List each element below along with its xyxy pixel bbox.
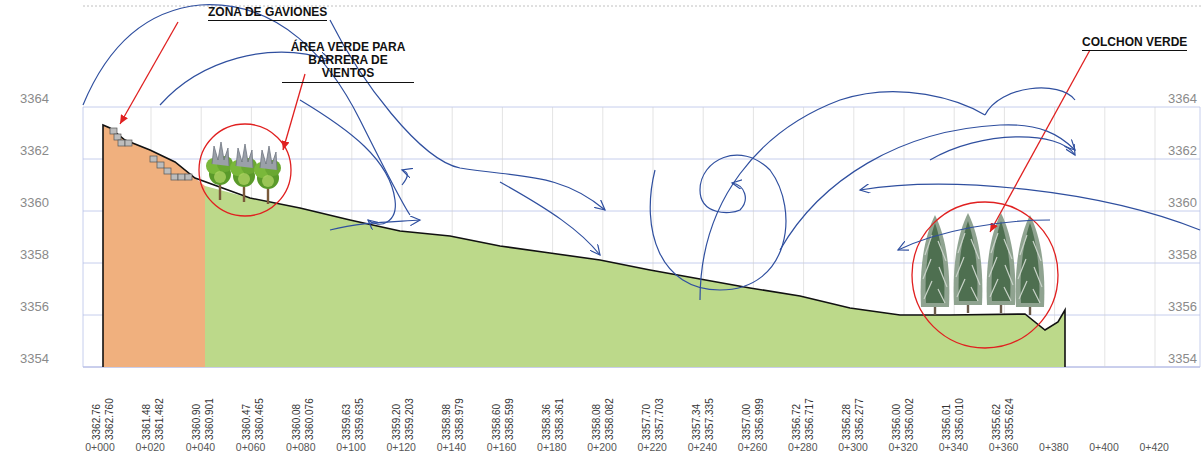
elevation-value: 3358.36: [541, 404, 552, 440]
elevation-value: 3358.599: [504, 398, 515, 440]
elevation-axis-label: 3362: [1168, 144, 1197, 158]
elevation-axis-label: 3358: [1168, 248, 1197, 262]
station-label: 0+420: [1139, 442, 1169, 454]
callout-label: ZONA DE GAVIONES: [208, 6, 327, 21]
station-label: 0+080: [286, 442, 316, 454]
callout-label: ÁREA VERDE PARA BARRERA DE VIENTOS: [282, 41, 414, 83]
elevation-value: 3359.20: [391, 404, 402, 440]
elevation-value: 3357.00: [741, 404, 752, 440]
elevation-value: 3362.76: [91, 404, 102, 440]
elevation-axis-label: 3354: [1168, 352, 1197, 366]
elevation-value: 3360.08: [291, 404, 302, 440]
station-label: 0+300: [838, 442, 868, 454]
elevation-value: 3356.01: [941, 404, 952, 440]
elevation-value: 3358.082: [604, 398, 615, 440]
elevation-value: 3356.002: [904, 398, 915, 440]
station-label: 0+240: [688, 442, 718, 454]
station-label: 0+060: [236, 442, 266, 454]
station-label: 0+100: [336, 442, 366, 454]
elevation-value: 3358.98: [441, 404, 452, 440]
elevation-value: 3357.335: [704, 398, 715, 440]
elevation-axis-label: 3364: [1168, 92, 1197, 106]
elevation-value: 3360.47: [241, 404, 252, 440]
station-label: 0+200: [587, 442, 617, 454]
station-label: 0+040: [186, 442, 216, 454]
elevation-axis-label: 3364: [20, 92, 49, 106]
station-label: 0+360: [989, 442, 1019, 454]
station-label: 0+380: [1039, 442, 1069, 454]
elevation-value: 3359.635: [354, 398, 365, 440]
station-label: 0+340: [939, 442, 969, 454]
elevation-value: 3356.72: [791, 404, 802, 440]
elevation-axis-label: 3360: [1168, 196, 1197, 210]
station-label: 0+320: [888, 442, 918, 454]
station-label: 0+020: [135, 442, 165, 454]
elevation-value: 3358.979: [454, 398, 465, 440]
elevation-axis-label: 3356: [1168, 300, 1197, 314]
elevation-value: 3356.717: [804, 398, 815, 440]
elevation-value: 3356.28: [841, 404, 852, 440]
elevation-value: 3357.703: [654, 398, 665, 440]
elevation-value: 3356.010: [954, 398, 965, 440]
elevation-value: 3355.62: [991, 404, 1002, 440]
elevation-value: 3358.60: [491, 404, 502, 440]
elevation-value: 3356.00: [891, 404, 902, 440]
station-label: 0+120: [386, 442, 416, 454]
elevation-axis-label: 3356: [20, 300, 49, 314]
elevation-axis-label: 3354: [20, 352, 49, 366]
elevation-value: 3362.760: [104, 398, 115, 440]
elevation-value: 3357.70: [641, 404, 652, 440]
elevation-value: 3359.63: [341, 404, 352, 440]
elevation-value: 3358.08: [591, 404, 602, 440]
station-label: 0+180: [537, 442, 567, 454]
elevation-value: 3359.203: [404, 398, 415, 440]
elevation-value: 3360.076: [304, 398, 315, 440]
elevation-value: 3361.48: [141, 404, 152, 440]
elevation-value: 3358.361: [554, 398, 565, 440]
elevation-axis-label: 3362: [20, 144, 49, 158]
elevation-value: 3356.999: [754, 398, 765, 440]
callout-label: COLCHON VERDE: [1082, 36, 1187, 51]
station-label: 0+260: [738, 442, 768, 454]
elevation-axis-label: 3358: [20, 248, 49, 262]
station-label: 0+160: [487, 442, 517, 454]
elevation-axis-label: 3360: [20, 196, 49, 210]
station-label: 0+280: [788, 442, 818, 454]
elevation-value: 3360.901: [204, 398, 215, 440]
elevation-value: 3357.34: [691, 404, 702, 440]
elevation-value: 3356.277: [854, 398, 865, 440]
elevation-value: 3361.482: [154, 398, 165, 440]
station-label: 0+400: [1089, 442, 1119, 454]
station-label: 0+220: [637, 442, 667, 454]
station-label: 0+000: [85, 442, 115, 454]
elevation-value: 3360.90: [191, 404, 202, 440]
elevation-value: 3360.465: [254, 398, 265, 440]
elevation-value: 3355.624: [1004, 398, 1015, 440]
station-label: 0+140: [437, 442, 467, 454]
